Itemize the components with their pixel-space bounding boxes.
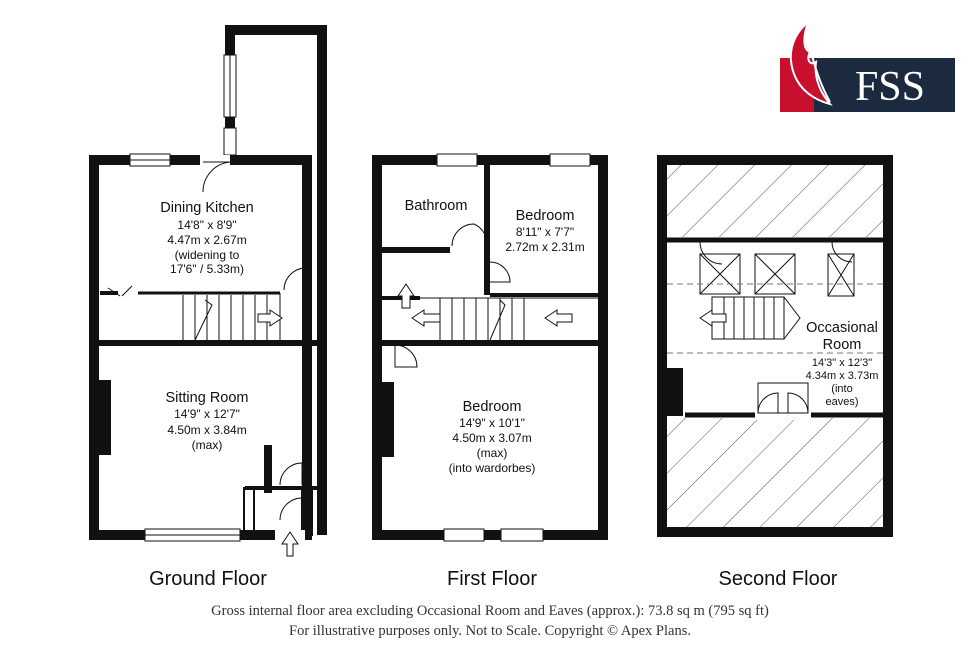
room-name: Occasional — [806, 320, 878, 336]
floor-label-first: First Floor — [447, 568, 537, 590]
room-name: Dining Kitchen — [160, 200, 254, 216]
second-floor-plan — [657, 155, 893, 537]
floor-label-ground: Ground Floor — [149, 568, 267, 590]
room-label-bedroom-main: Bedroom 14'9" x 10'1" 4.50m x 3.07m (max… — [449, 399, 536, 475]
stairs-arrow — [397, 283, 415, 309]
door-swing — [279, 462, 303, 486]
door-swing — [283, 267, 307, 291]
room-dimension-metric: 2.72m x 2.31m — [505, 240, 584, 254]
window — [500, 528, 544, 542]
room-note: (max) — [477, 446, 508, 460]
stairs-arrow — [257, 309, 283, 327]
room-note: (max) — [192, 438, 223, 452]
room-label-bathroom: Bathroom — [405, 198, 468, 214]
room-dimension-imperial: 14'8" x 8'9" — [177, 218, 236, 232]
door-swing — [489, 261, 511, 283]
room-dimension-metric: 4.47m x 2.67m — [167, 233, 246, 247]
stairs-arrow — [544, 309, 573, 327]
stairs-arrow — [699, 309, 727, 327]
floor-label-second: Second Floor — [718, 568, 838, 590]
room-label-bedroom-small: Bedroom 8'11" x 7'7" 2.72m x 2.31m — [505, 208, 584, 254]
room-name: Room — [823, 337, 862, 353]
door-swing — [202, 161, 231, 193]
window — [436, 153, 478, 167]
skylight — [699, 253, 741, 295]
ground-floor-plan — [89, 25, 327, 557]
room-dimension-imperial: 14'9" x 12'7" — [174, 407, 240, 421]
second-floor-walls — [657, 155, 893, 537]
room-label-dining-kitchen: Dining Kitchen 14'8" x 8'9" 4.47m x 2.67… — [160, 200, 254, 276]
staircase — [397, 283, 573, 341]
door-swing — [279, 497, 303, 521]
room-note: (into — [831, 383, 852, 395]
room-label-sitting-room: Sitting Room 14'9" x 12'7" 4.50m x 3.84m… — [165, 390, 248, 452]
feather-icon — [789, 18, 833, 106]
chimney-breast — [382, 382, 394, 457]
door-swing — [394, 344, 418, 368]
logo-text: FSS — [855, 64, 925, 110]
room-note: eaves) — [825, 396, 858, 408]
staircase — [699, 296, 801, 340]
room-name: Sitting Room — [165, 390, 248, 406]
cupboard-door — [107, 285, 133, 297]
window — [443, 528, 485, 542]
fss-logo: FSS — [780, 18, 955, 114]
skylight — [754, 253, 796, 295]
room-dimension-imperial: 14'9" x 10'1" — [459, 416, 525, 430]
room-dimension-metric: 4.50m x 3.84m — [167, 423, 246, 437]
window — [223, 127, 237, 156]
chimney-breast — [99, 380, 111, 455]
door-swing — [699, 241, 723, 265]
entrance-arrow — [281, 531, 299, 557]
first-floor-plan — [372, 153, 608, 542]
room-note: 17'6" / 5.33m) — [170, 262, 244, 276]
room-note: (into wardorbes) — [449, 461, 536, 475]
room-dimension-imperial: 14'3" x 12'3" — [812, 357, 872, 369]
footer-area-note: Gross internal floor area excluding Occa… — [211, 603, 769, 619]
skylight — [827, 253, 855, 297]
door-swing — [451, 223, 488, 247]
window — [549, 153, 591, 167]
stairs-arrow — [411, 309, 441, 327]
room-name: Bathroom — [405, 198, 468, 214]
eaves-area — [667, 418, 883, 527]
room-dimension-metric: 4.34m x 3.73m — [806, 370, 879, 382]
room-dimension-metric: 4.50m x 3.07m — [452, 431, 531, 445]
eaves-area — [667, 165, 883, 237]
footer-disclaimer: For illustrative purposes only. Not to S… — [289, 623, 691, 639]
room-label-occasional-room: Occasional Room 14'3" x 12'3" 4.34m x 3.… — [806, 320, 879, 408]
room-name: Bedroom — [516, 208, 575, 224]
ground-floor-walls — [89, 155, 312, 540]
room-note: (widening to — [175, 248, 240, 262]
room-name: Bedroom — [463, 399, 522, 415]
door-swing — [831, 241, 853, 263]
staircase — [182, 295, 283, 341]
room-dimension-imperial: 8'11" x 7'7" — [516, 225, 574, 239]
